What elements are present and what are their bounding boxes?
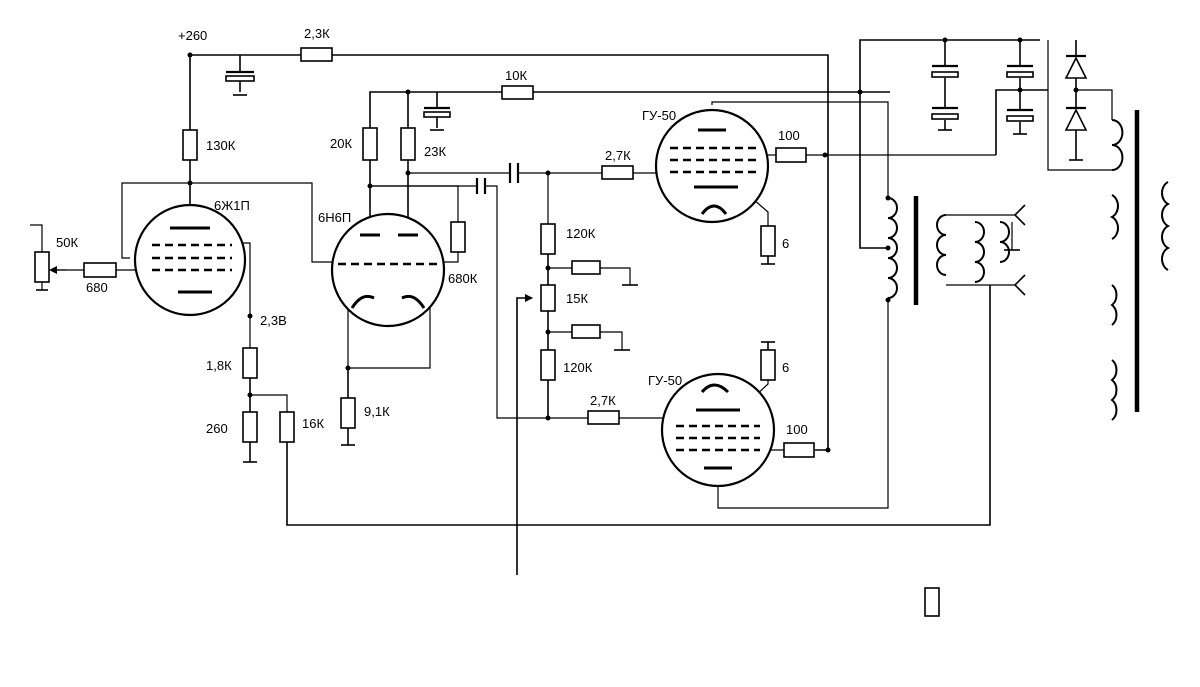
capacitors [225,64,1034,194]
resistor-9k1 [340,397,356,429]
label-r-plate: 130К [206,138,236,153]
label-r-16k: 16К [302,416,324,431]
component-labels: +260 2,3К 10К 130К 6Ж1П 50К 680 2,3В 1,8… [56,26,808,437]
label-r-feed: 2,3К [304,26,330,41]
label-pot-balance: 15К [566,291,588,306]
diodes [1064,54,1088,131]
resistor-100-top [775,147,807,163]
pot-wipers [49,266,533,302]
empty-box [924,587,940,617]
label-r-9k1: 9,1К [364,404,390,419]
label-tube-v2: 6Н6П [318,210,351,225]
label-r-23k: 23К [424,144,446,159]
resistor-100-bottom [783,442,815,458]
label-r-120k-top: 120К [566,226,596,241]
resistor-120k-top [540,223,556,255]
label-pot-input: 50К [56,235,78,250]
tube-6zh1p [133,203,247,317]
potentiometer-50k [34,251,50,283]
label-r-680k: 680К [448,271,478,286]
resistor-23k [400,127,416,161]
resistors [34,47,815,458]
resistor-130k [182,129,198,161]
resistor-6-bottom [760,349,776,381]
resistor-680k [450,221,466,253]
tube-6n6p [330,212,446,328]
label-tube-v4: ГУ-50 [648,373,682,388]
label-r-1k8: 1,8К [206,358,232,373]
label-tube-v1: 6Ж1П [214,198,250,213]
label-r-120k-bottom: 120К [563,360,593,375]
label-tube-v3: ГУ-50 [642,108,676,123]
tube-gu50-top [654,108,770,224]
resistor-2k7-top [601,165,634,180]
resistor-6-top [760,225,776,257]
resistor-2k7-bottom [587,410,620,425]
label-cathode-v1: 2,3В [260,313,287,328]
label-r-2k7-top: 2,7К [605,148,631,163]
label-r-6-top: 6 [782,236,789,251]
ground-symbols [36,159,1083,463]
potentiometer-15k [540,284,556,312]
junction-dots [187,37,1079,453]
resistor-bias-top [571,260,601,275]
label-r-20k: 20К [330,136,352,151]
label-r-260: 260 [206,421,228,436]
tube-gu50-bottom [660,372,776,488]
resistor-1k8 [242,347,258,379]
output-transformer [887,196,1026,305]
label-r-grid-stop: 680 [86,280,108,295]
label-r-100-bottom: 100 [786,422,808,437]
label-r-6-bottom: 6 [782,360,789,375]
label-r-decouple: 10К [505,68,527,83]
label-r-2k7-bottom: 2,7К [590,393,616,408]
resistor-16k [279,411,295,443]
resistor-bias-bottom [571,324,601,339]
resistor-120k-bottom [540,349,556,381]
label-r-100-top: 100 [778,128,800,143]
power-transformer [1109,110,1171,421]
resistor-20k [362,127,378,161]
label-supply: +260 [178,28,207,43]
resistor-2k3 [300,47,333,62]
resistor-680 [83,262,117,278]
resistor-10k [501,85,534,100]
resistor-260 [242,411,258,443]
